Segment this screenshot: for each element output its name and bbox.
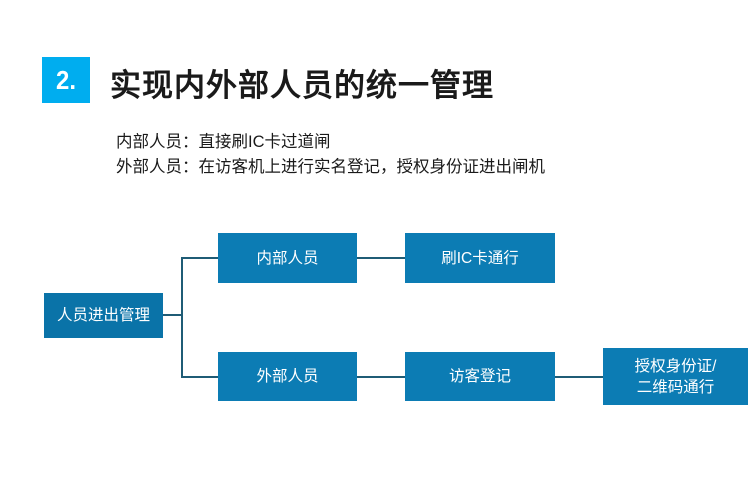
connector-internal-to-iccard: [357, 257, 406, 259]
diagram-node-label: 内部人员: [256, 249, 319, 267]
body-line-external: 外部人员：在访客机上进行实名登记，授权身份证进出闸机: [116, 158, 545, 176]
connector-root-to-bracket: [163, 314, 182, 316]
diagram-node-external-visitor[interactable]: 外部人员: [218, 352, 357, 401]
section-number-text: 2.: [56, 65, 76, 95]
connector-bracket-vertical: [181, 257, 183, 377]
diagram-node-authorized-id-qr-pass[interactable]: 授权身份证/ 二维码通行: [603, 348, 748, 405]
diagram-node-label: 外部人员: [256, 368, 319, 385]
connector-external-to-visitor: [357, 376, 406, 378]
diagram-node-access-management[interactable]: 人员进出管理: [44, 293, 163, 338]
connector-bracket-to-internal: [181, 257, 219, 259]
body-paragraph: 内部人员：直接刷IC卡过道闸 外部人员：在访客机上进行实名登记，授权身份证进出闸…: [116, 130, 545, 180]
connector-bracket-to-external: [181, 376, 219, 378]
diagram-node-ic-card-pass[interactable]: 刷IC卡通行: [405, 233, 555, 283]
diagram-node-visitor-registration[interactable]: 访客登记: [405, 352, 555, 401]
diagram-node-label: 刷IC卡通行: [441, 249, 519, 267]
diagram-node-label: 访客登记: [448, 368, 511, 385]
diagram-node-label-line2: 二维码通行: [636, 378, 715, 396]
diagram-node-label-line1: 授权身份证/: [634, 357, 717, 375]
page-title: 实现内外部人员的统一管理: [110, 68, 494, 103]
diagram-node-label: 人员进出管理: [56, 307, 150, 324]
section-number-badge: 2.: [42, 57, 90, 103]
connector-visitor-to-auth: [555, 376, 604, 378]
diagram-node-internal-staff[interactable]: 内部人员: [218, 233, 357, 283]
body-line-internal: 内部人员：直接刷IC卡过道闸: [116, 133, 331, 151]
